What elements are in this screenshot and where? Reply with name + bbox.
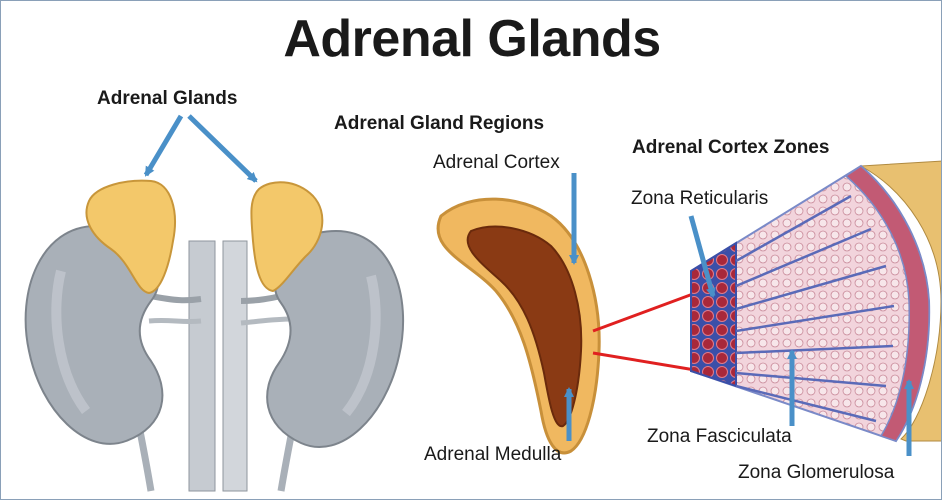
zona-reticularis-region xyxy=(691,243,736,386)
label-adrenal-medulla: Adrenal Medulla xyxy=(424,444,561,466)
label-zona-fasciculata: Zona Fasciculata xyxy=(647,426,792,448)
page-title: Adrenal Glands xyxy=(1,9,942,69)
label-adrenal-cortex: Adrenal Cortex xyxy=(433,152,560,174)
label-zona-glomerulosa: Zona Glomerulosa xyxy=(738,462,894,484)
label-cortex-zones-heading: Adrenal Cortex Zones xyxy=(632,137,829,159)
connector-bottom xyxy=(593,353,701,371)
arrow-right-gland xyxy=(189,116,256,181)
connector-top xyxy=(593,291,701,331)
adrenal-gland-cross-section xyxy=(438,173,701,453)
kidney-illustration xyxy=(26,116,403,491)
aorta xyxy=(189,241,215,491)
vena-cava xyxy=(223,241,247,491)
label-adrenal-glands: Adrenal Glands xyxy=(97,88,237,110)
label-gland-regions-heading: Adrenal Gland Regions xyxy=(334,113,544,135)
arrow-left-gland xyxy=(146,116,181,175)
label-zona-reticularis: Zona Reticularis xyxy=(631,188,768,210)
